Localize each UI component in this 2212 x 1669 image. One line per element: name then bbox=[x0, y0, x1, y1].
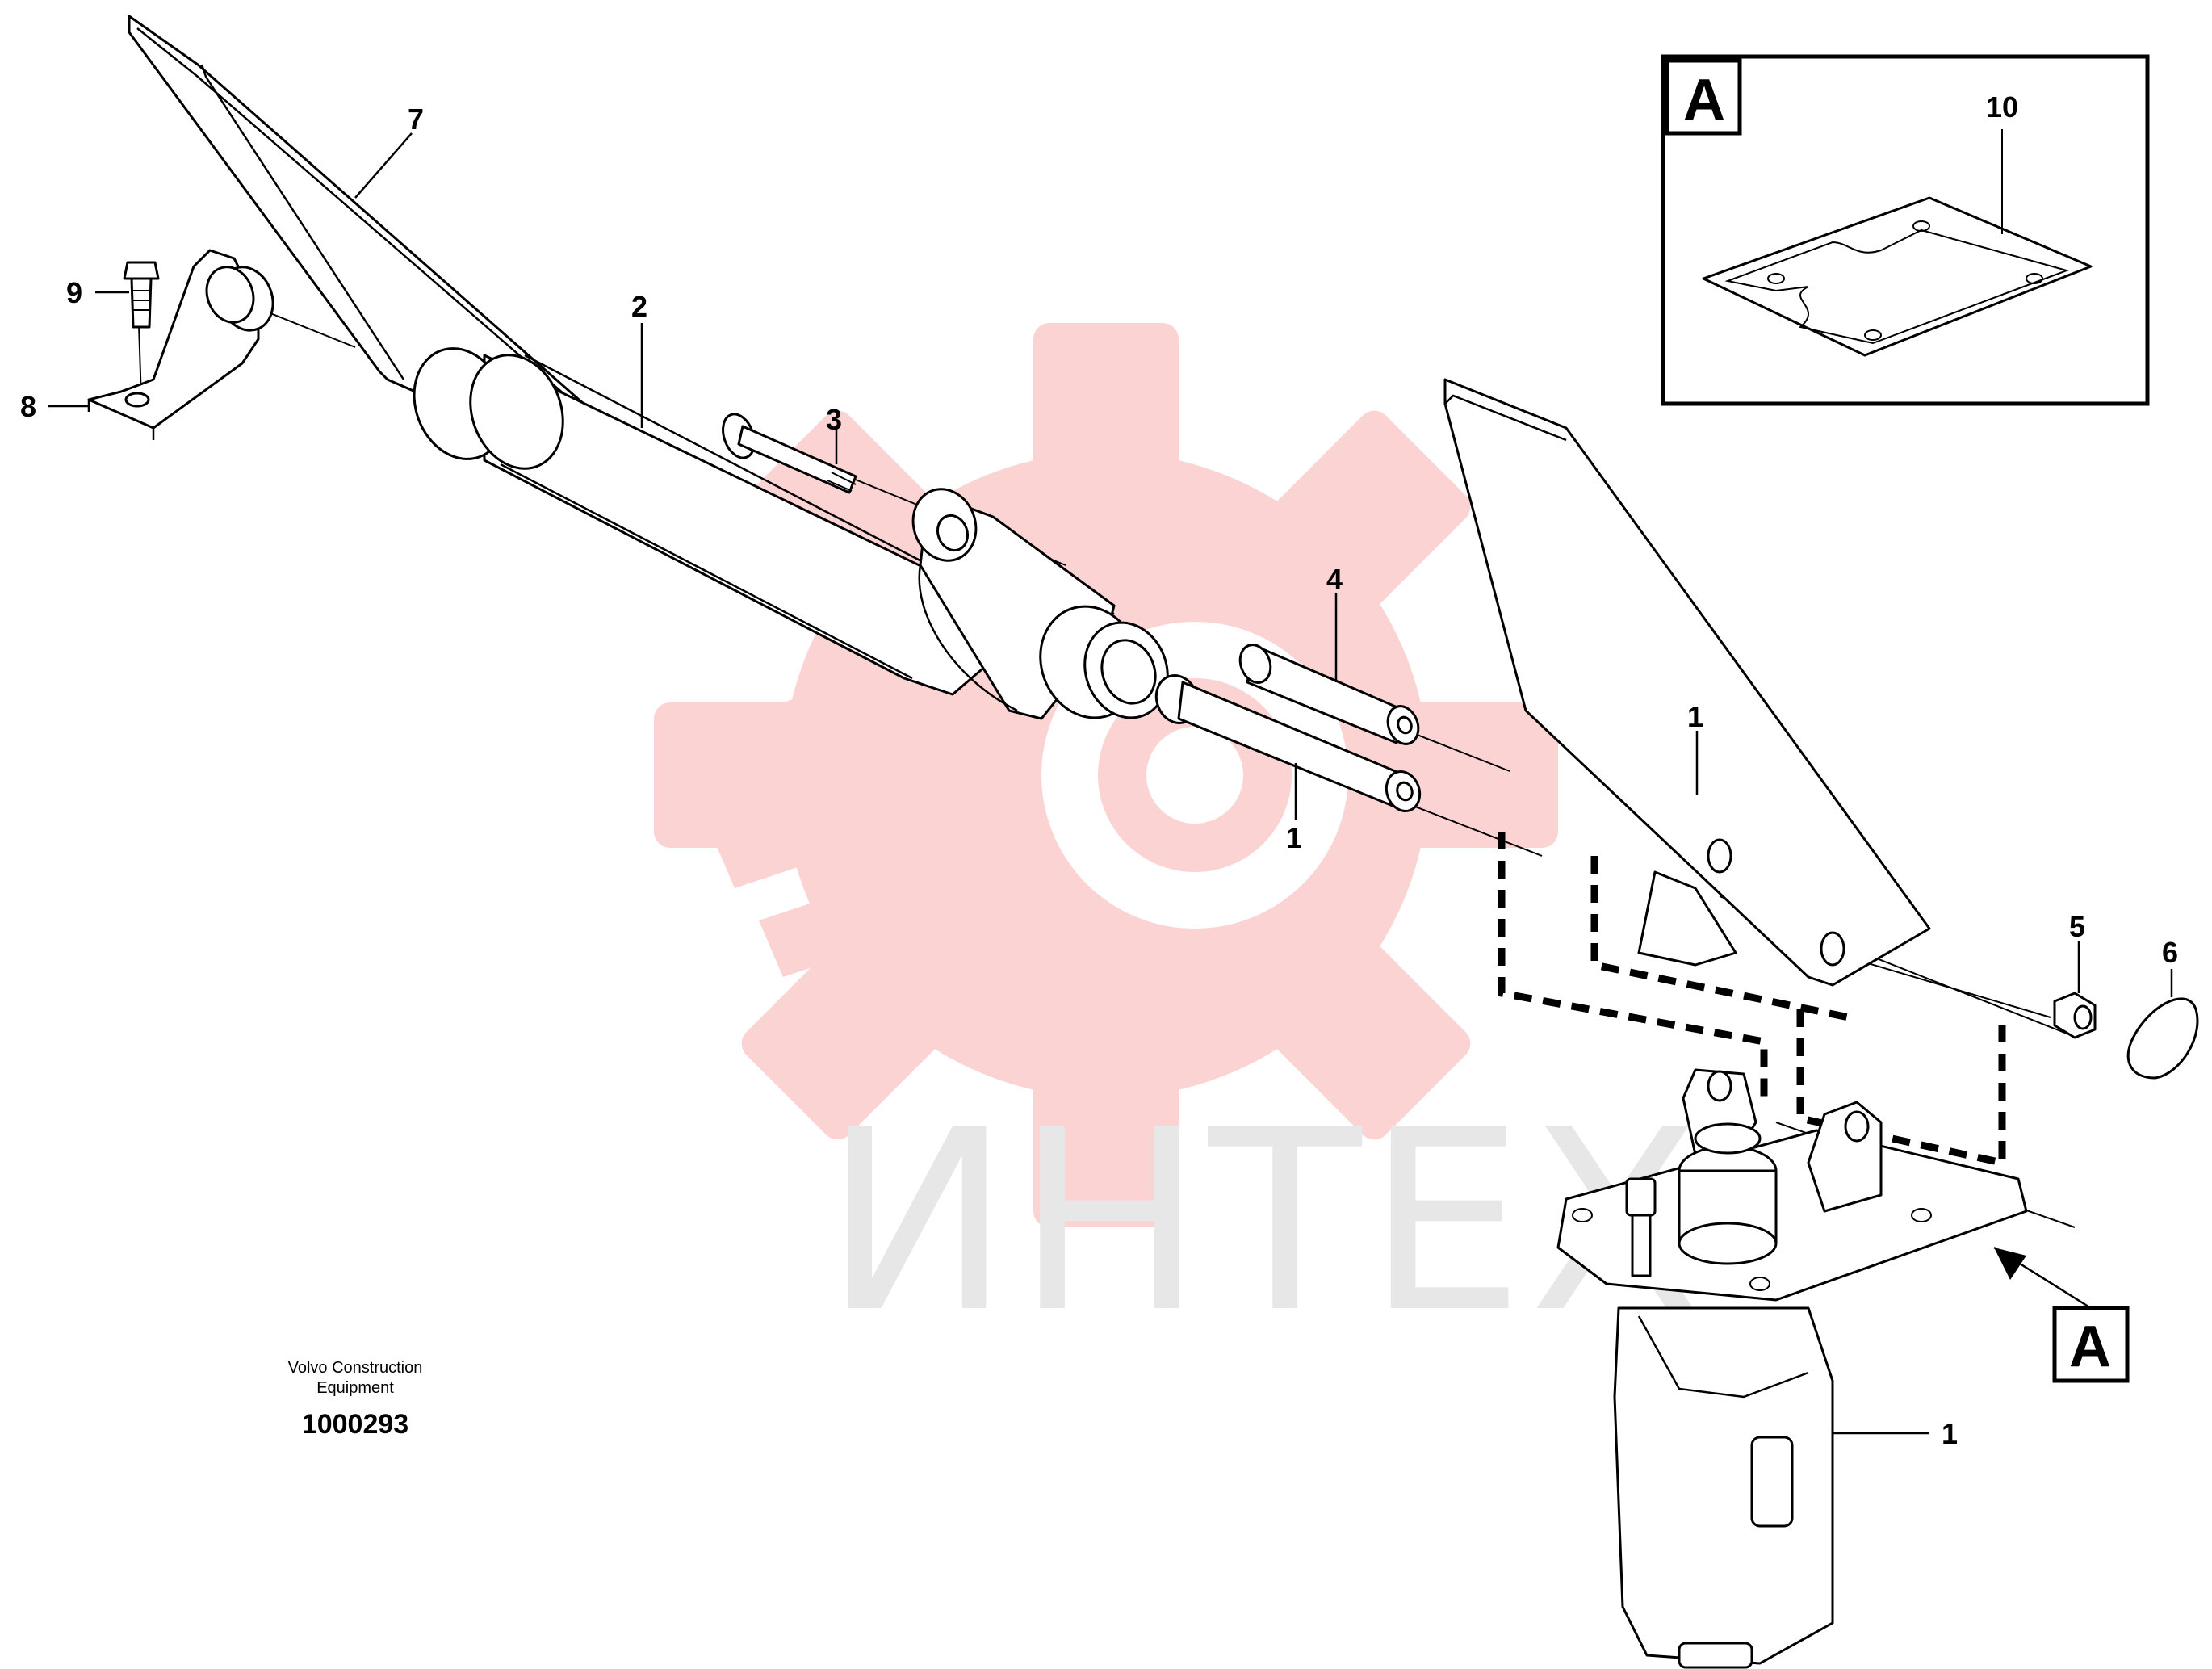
detail-box-label: A bbox=[1683, 68, 1725, 132]
bolt-part-3 bbox=[722, 413, 857, 494]
dashed-outlines bbox=[1498, 832, 2006, 1168]
rubber-stop bbox=[205, 266, 274, 332]
pin-part-1-middle bbox=[1154, 674, 1422, 812]
callout-1-upper: 1 bbox=[1687, 700, 1703, 733]
callout-9: 9 bbox=[66, 276, 82, 309]
bolt-part-9 bbox=[123, 261, 160, 329]
callout-3: 3 bbox=[826, 403, 842, 436]
gasket-part-10 bbox=[1702, 196, 2093, 357]
callout-1-lower: 1 bbox=[1942, 1417, 1958, 1450]
callout-8: 8 bbox=[20, 390, 36, 423]
callout-6: 6 bbox=[2162, 936, 2178, 969]
callout-4: 4 bbox=[1326, 563, 1343, 596]
nut-part-5 bbox=[2053, 992, 2097, 1039]
callout-1-middle: 1 bbox=[1286, 821, 1302, 854]
shaft-part-2 bbox=[413, 347, 1011, 696]
credit-line-2: Equipment bbox=[316, 1379, 394, 1397]
pedal-part-1-upper bbox=[1443, 378, 1931, 987]
section-marker-label: A bbox=[2069, 1315, 2111, 1379]
bushing bbox=[1039, 605, 1169, 719]
pilot-valve-part-1-lower bbox=[1556, 1068, 2028, 1669]
callout-5: 5 bbox=[2069, 910, 2085, 943]
watermark-text: ИНТЕХ bbox=[823, 1076, 1706, 1368]
pin-part-4 bbox=[1238, 644, 1420, 745]
diagram-part-number: 1000293 bbox=[302, 1409, 408, 1440]
callouts: 7 9 8 2 3 4 1 1 5 6 1 bbox=[20, 103, 2178, 1450]
section-marker-a: A bbox=[1993, 1246, 2130, 1383]
credit-line-1: Volvo Construction bbox=[288, 1359, 423, 1377]
callout-2: 2 bbox=[631, 290, 647, 323]
callout-7: 7 bbox=[408, 103, 424, 136]
cap-part-6 bbox=[2126, 997, 2199, 1080]
diagram-credit: Volvo Construction Equipment 1000293 bbox=[288, 1359, 423, 1440]
detail-box-a: A 10 bbox=[1661, 54, 2150, 406]
callout-10: 10 bbox=[1986, 90, 2018, 124]
